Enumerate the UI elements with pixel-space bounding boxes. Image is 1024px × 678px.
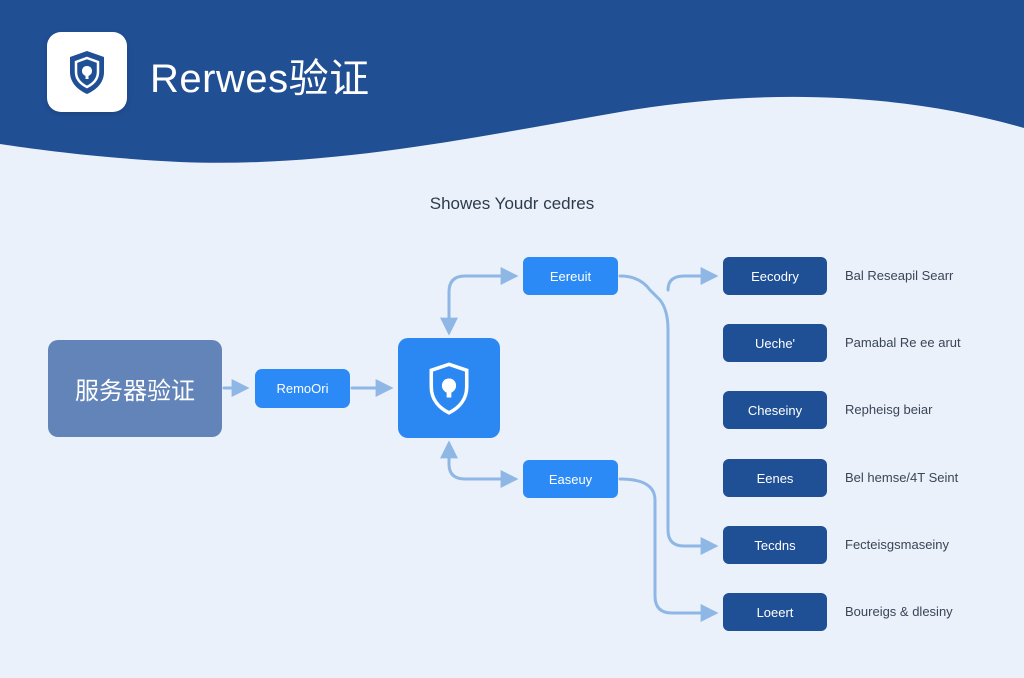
center-shield-node <box>398 338 500 438</box>
right-node-3-desc: Repheisg beiar <box>845 402 933 417</box>
shield-icon <box>70 51 104 94</box>
header-banner <box>0 0 1024 163</box>
connector-top-branch-to-nodes <box>618 274 719 555</box>
right-node-1: Eecodry <box>723 257 827 295</box>
shield-icon <box>429 362 469 415</box>
right-node-1-desc: Bal Reseapil Searr <box>845 268 954 283</box>
right-node-5: Tecdns <box>723 526 827 564</box>
right-node-6-desc: Boureigs & dlesiny <box>845 604 953 619</box>
branch-node-top: Eereuit <box>523 257 618 295</box>
app-title: Rerwes验证 <box>150 57 370 101</box>
connector-center-to-top-branch <box>440 267 519 336</box>
connector-top-branch-upper <box>666 267 719 292</box>
right-node-2: Ueche' <box>723 324 827 362</box>
right-node-5-desc: Fecteisgsmaseiny <box>845 537 950 552</box>
right-node-4-desc: Bel hemse/4T Seint <box>845 470 959 485</box>
right-node-2-desc: Pamabal Re ee arut <box>845 335 961 350</box>
connector-bottom-branch-to-nodes <box>618 477 719 622</box>
branch-node-bottom: Easeuy <box>523 460 618 498</box>
right-node-3: Cheseiny <box>723 391 827 429</box>
middle-node: RemoOri <box>255 369 350 408</box>
connector-center-to-bottom-branch <box>440 440 519 488</box>
app-logo <box>47 32 127 112</box>
source-node: 服务器验证 <box>48 340 222 437</box>
right-node-4: Eenes <box>723 459 827 497</box>
diagram-subtitle: Showes Youdr cedres <box>429 194 595 213</box>
right-node-6: Loeert <box>723 593 827 631</box>
